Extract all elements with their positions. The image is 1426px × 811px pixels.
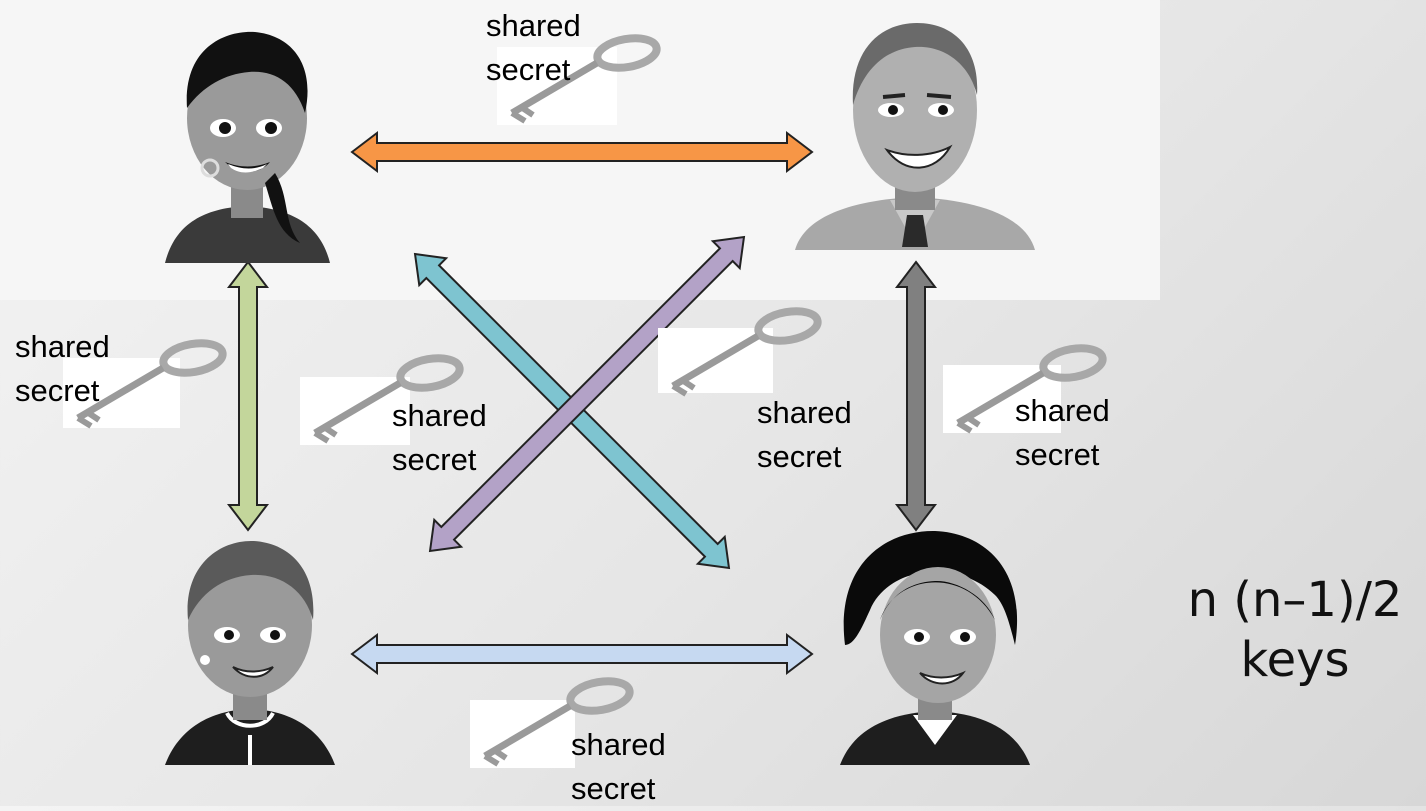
arrow-diag-up-purple bbox=[428, 235, 746, 553]
key-right-icon bbox=[943, 344, 1107, 434]
arrow-left-green bbox=[226, 260, 270, 532]
key-center-right-icon bbox=[658, 307, 822, 397]
label-line2: secret bbox=[571, 771, 656, 806]
label-line2: secret bbox=[1015, 437, 1100, 472]
arrow-bottom-blue bbox=[350, 632, 814, 676]
label-line2: secret bbox=[15, 373, 100, 408]
person-woman-bottom-right-icon bbox=[840, 530, 1030, 765]
person-woman-top-left-icon bbox=[165, 31, 330, 263]
label-center-left-shared-secret: shared secret bbox=[392, 394, 487, 482]
key-center-left-icon bbox=[300, 354, 464, 445]
key-bottom-icon bbox=[470, 677, 634, 768]
arrow-top-orange bbox=[350, 130, 814, 174]
label-bottom-shared-secret: shared secret bbox=[571, 723, 666, 811]
label-line1: shared bbox=[392, 398, 487, 433]
label-top-shared-secret: shared secret bbox=[486, 4, 581, 92]
person-man-top-right-icon bbox=[795, 23, 1035, 250]
label-line1: shared bbox=[757, 395, 852, 430]
arrow-right-gray bbox=[894, 260, 938, 532]
label-line1: shared bbox=[571, 727, 666, 762]
label-line2: secret bbox=[757, 439, 842, 474]
person-woman-bottom-left-icon bbox=[165, 540, 335, 765]
label-left-shared-secret: shared secret bbox=[15, 325, 110, 413]
label-line2: secret bbox=[486, 52, 571, 87]
label-line1: shared bbox=[486, 8, 581, 43]
label-right-shared-secret: shared secret bbox=[1015, 389, 1110, 477]
formula-expression: n (n–1)/2 bbox=[1187, 572, 1403, 628]
label-line1: shared bbox=[1015, 393, 1110, 428]
formula-caption: keys bbox=[1240, 632, 1350, 688]
key-count-formula: n (n–1)/2 keys bbox=[1150, 570, 1426, 690]
label-center-right-shared-secret: shared secret bbox=[757, 391, 852, 479]
label-line1: shared bbox=[15, 329, 110, 364]
label-line2: secret bbox=[392, 442, 477, 477]
key-top-icon bbox=[497, 34, 661, 125]
key-left-icon bbox=[63, 339, 227, 429]
